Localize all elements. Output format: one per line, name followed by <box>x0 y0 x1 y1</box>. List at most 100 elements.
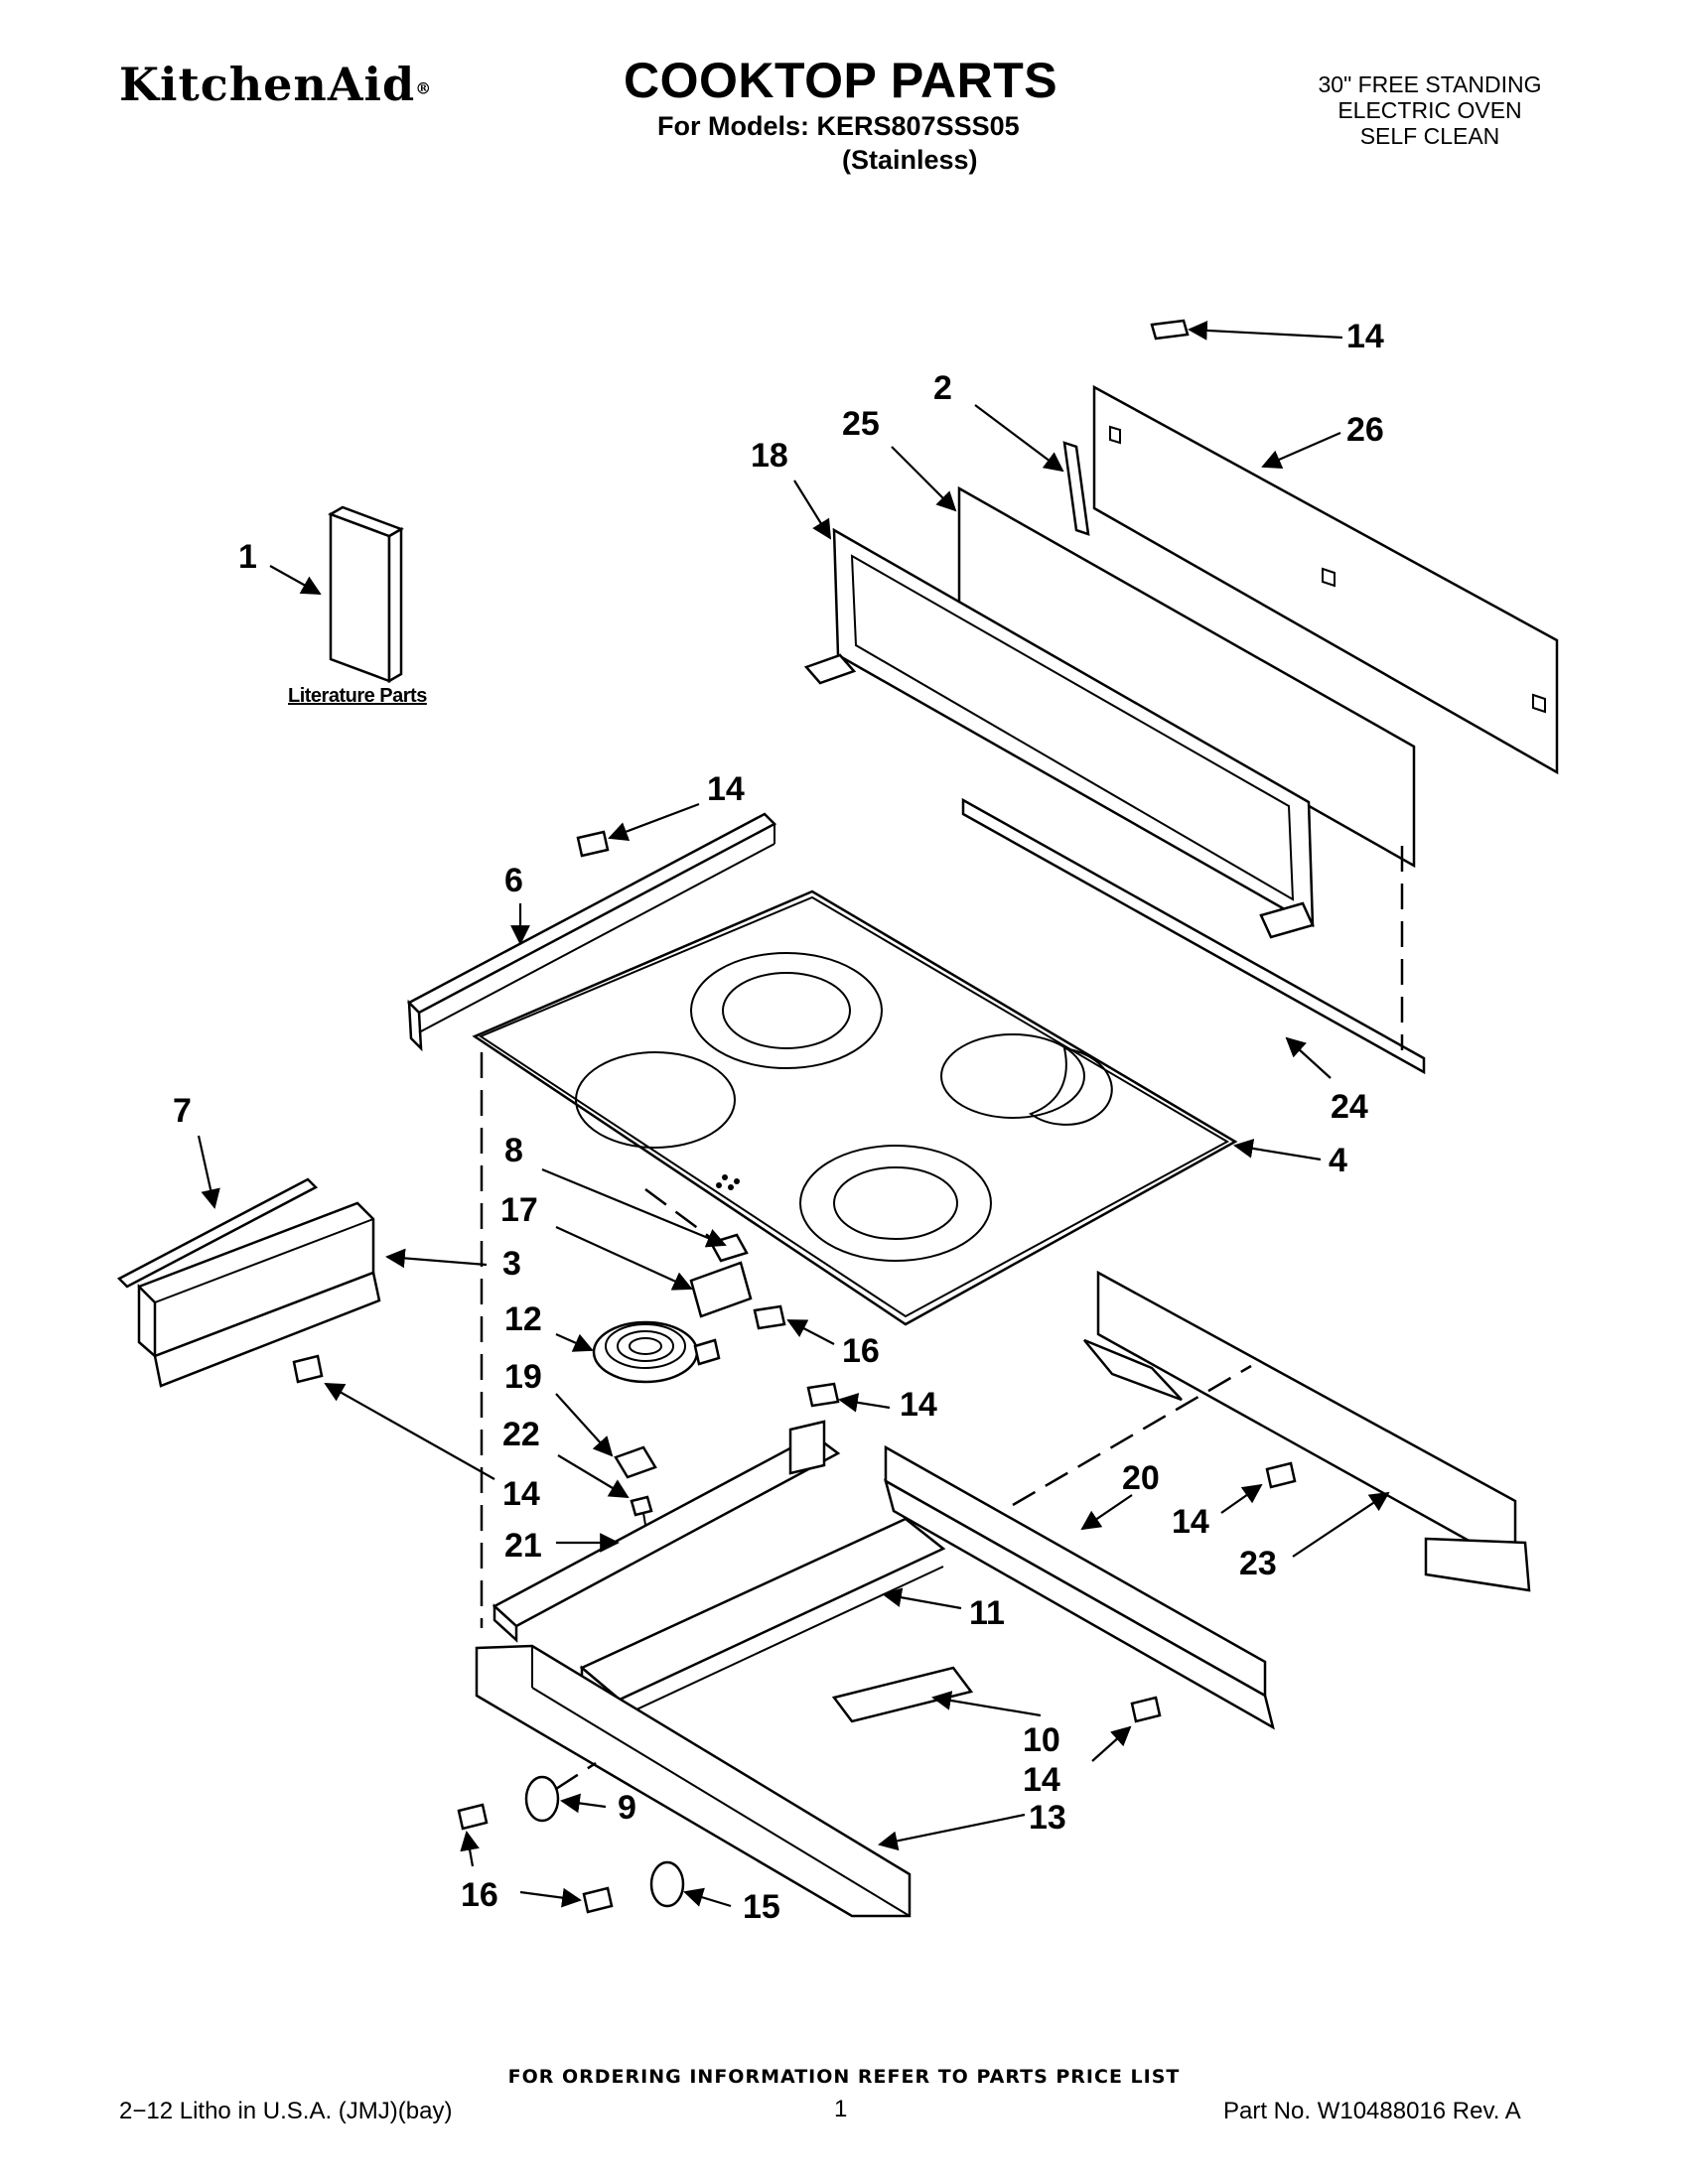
element-clip <box>614 1445 657 1479</box>
leader-14c <box>838 1393 891 1413</box>
leader-20 <box>1080 1494 1133 1531</box>
product-desc-line-1: 30" FREE STANDING <box>1318 71 1542 97</box>
screw-knob-left <box>457 1803 489 1831</box>
callout-18: 18 <box>751 437 788 475</box>
callout-14f: 14 <box>1023 1761 1060 1799</box>
callout-14b: 14 <box>707 770 745 808</box>
ordering-note: FOR ORDERING INFORMATION REFER TO PARTS … <box>507 2066 1181 2088</box>
callout-1: 1 <box>238 538 257 576</box>
backguard-frame <box>803 527 1315 939</box>
switch-bracket <box>689 1261 753 1318</box>
leader-3 <box>385 1248 488 1269</box>
screw-side-bracket <box>292 1354 324 1384</box>
leader-22 <box>557 1454 630 1499</box>
leader-14e <box>1220 1483 1263 1514</box>
callout-14a: 14 <box>1346 318 1384 355</box>
callout-11: 11 <box>969 1594 1005 1632</box>
callout-16b: 16 <box>461 1876 498 1914</box>
callout-15: 15 <box>743 1888 780 1926</box>
callout-2: 2 <box>933 369 952 407</box>
page-title: COOKTOP PARTS <box>624 53 1058 108</box>
leader-14a <box>1188 321 1343 341</box>
callout-24: 24 <box>1331 1088 1368 1126</box>
callout-16a: 16 <box>842 1332 880 1370</box>
screw-element <box>753 1304 786 1330</box>
callout-26: 26 <box>1346 411 1384 449</box>
screw-support <box>806 1382 840 1408</box>
radiant-surface-element <box>592 1320 721 1384</box>
callout-23: 23 <box>1239 1545 1277 1582</box>
backguard-bracket <box>1062 441 1090 536</box>
leader-8 <box>541 1167 727 1248</box>
front-manifold-panel <box>475 1644 912 1918</box>
leader-10 <box>931 1691 1042 1717</box>
product-desc-line-3: SELF CLEAN <box>1359 123 1500 149</box>
product-desc-line-2: ELECTRIC OVEN <box>1337 97 1522 123</box>
element-switch <box>709 1233 749 1263</box>
callout-6: 6 <box>504 862 523 899</box>
callout-4: 4 <box>1329 1142 1347 1179</box>
leader-15 <box>683 1887 732 1908</box>
callout-13: 13 <box>1029 1799 1066 1837</box>
callout-21: 21 <box>504 1527 542 1565</box>
manifold-handle <box>831 1666 974 1723</box>
callout-3: 3 <box>502 1245 521 1283</box>
callout-8: 8 <box>504 1132 523 1169</box>
screw-front-rail <box>576 830 610 858</box>
leader-2 <box>974 404 1064 473</box>
models-line: For Models: KERS807SSS05 <box>657 111 1020 141</box>
callout-17: 17 <box>500 1191 538 1229</box>
guide-line-rear <box>1012 1364 1252 1507</box>
screw-knob-lower <box>582 1886 614 1914</box>
callout-9: 9 <box>618 1789 636 1827</box>
callout-14e: 14 <box>1172 1503 1209 1541</box>
control-knob-15 <box>649 1860 685 1908</box>
leader-25 <box>891 446 957 512</box>
backguard-trim-strip <box>961 797 1426 1075</box>
backguard-glass <box>957 485 1416 869</box>
literature-parts-label: Literature Parts <box>288 685 427 707</box>
kitchenaid-logo: KitchenAid® <box>119 58 432 111</box>
part-number: Part No. W10488016 Rev. A <box>1223 2098 1521 2124</box>
registered-mark: ® <box>415 78 433 98</box>
upper-rear-bracket <box>1083 1270 1531 1592</box>
side-trim-strip <box>116 1177 319 1289</box>
callout-7: 7 <box>173 1092 192 1130</box>
rear-panel <box>1092 384 1559 775</box>
leader-16b-up <box>460 1831 480 1867</box>
leader-18 <box>793 479 832 540</box>
screw-rear-rail <box>1265 1461 1297 1489</box>
leader-24 <box>1285 1036 1332 1079</box>
screw-front-right <box>1130 1696 1162 1723</box>
literature-booklet <box>328 505 404 684</box>
brand-name: KitchenAid <box>119 58 416 111</box>
callout-25: 25 <box>842 405 880 443</box>
callout-19: 19 <box>504 1358 542 1396</box>
leader-19 <box>555 1393 614 1457</box>
leader-14d <box>324 1383 495 1480</box>
leader-14f <box>1091 1725 1132 1762</box>
screw-upper <box>1150 319 1190 341</box>
callout-14c: 14 <box>900 1386 937 1424</box>
leader-11 <box>882 1587 962 1610</box>
leader-1 <box>269 565 322 595</box>
leader-26 <box>1261 431 1341 469</box>
leader-12 <box>555 1332 594 1352</box>
callout-22: 22 <box>502 1416 540 1453</box>
litho-info: 2−12 Litho in U.S.A. (JMJ)(bay) <box>119 2098 453 2124</box>
page-number: 1 <box>834 2096 848 2122</box>
callout-20: 20 <box>1122 1459 1160 1497</box>
leader-4 <box>1233 1139 1322 1161</box>
leader-17 <box>555 1225 693 1291</box>
callout-14d: 14 <box>502 1475 540 1513</box>
guide-line-knobs <box>555 1761 597 1791</box>
leader-14b <box>608 802 700 841</box>
control-knob-9 <box>524 1775 560 1823</box>
leader-23 <box>1292 1491 1390 1558</box>
guide-line-center <box>644 1187 716 1243</box>
callout-12: 12 <box>504 1300 542 1338</box>
callout-10: 10 <box>1023 1721 1060 1759</box>
element-support-bracket <box>492 1420 841 1643</box>
leader-13 <box>878 1813 1026 1851</box>
